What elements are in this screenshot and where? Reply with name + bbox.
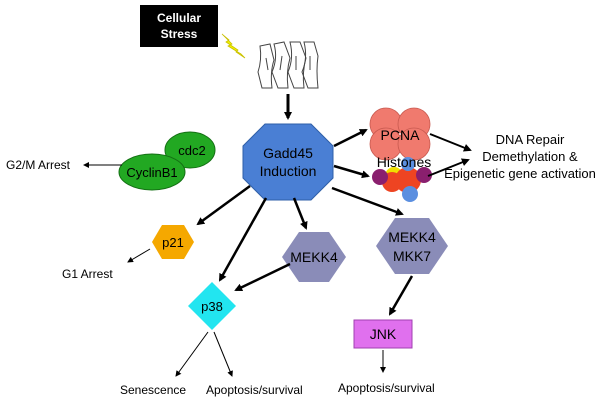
stressed-cells-icon: [257, 41, 319, 89]
p38-label: p38: [201, 299, 223, 314]
mekk4-mkk7-label-1: MEKK4: [388, 229, 436, 245]
arrow-mekk4-to-p38: [234, 262, 291, 292]
arrow-p38-to-senescence: [175, 331, 209, 377]
arrow-gadd45-to-mekk4: [292, 197, 308, 230]
lightning-bolt-icon: [221, 33, 246, 59]
arrow-gadd45-to-histones: [333, 164, 370, 179]
dna-repair-label-1: DNA Repair: [496, 132, 565, 147]
p21-label: p21: [162, 235, 184, 250]
pcna-label: PCNA: [381, 127, 421, 143]
dna-repair-label-3: Epigenetic gene activation: [444, 166, 596, 181]
cellular-stress-label-1: Cellular: [157, 11, 201, 25]
pcna-node: PCNA: [369, 107, 431, 161]
cellular-stress-label-2: Stress: [161, 27, 198, 41]
arrow-pcna-to-dna-repair: [429, 133, 472, 152]
p21-node: p21: [152, 225, 194, 259]
cdc2-label: cdc2: [178, 143, 205, 158]
arrow-gadd45-to-p21: [196, 184, 251, 226]
arrow-histones-to-dna-repair: [427, 158, 470, 177]
mekk4-node: MEKK4: [282, 232, 346, 282]
histones-label: Histones: [377, 154, 431, 170]
mekk4-label: MEKK4: [290, 249, 338, 265]
p38-node: p38: [188, 282, 236, 330]
cyclinb1-label: CyclinB1: [126, 165, 177, 180]
cdc2-cyclinb1-node: cdc2 CyclinB1: [118, 131, 216, 191]
apoptosis-jnk-label: Apoptosis/survival: [338, 381, 435, 395]
jnk-label: JNK: [370, 326, 397, 342]
histones-node: Histones: [372, 154, 432, 202]
arrow-gadd45-to-mekk4-mkk7: [331, 186, 404, 216]
gadd45-label-1: Gadd45: [263, 145, 313, 161]
cellular-stress-box: Cellular Stress: [140, 5, 218, 47]
g2m-arrest-label: G2/M Arrest: [6, 158, 71, 172]
jnk-node: JNK: [353, 319, 413, 349]
senescence-label: Senescence: [120, 383, 186, 397]
arrow-p21-to-g1: [127, 248, 151, 263]
mekk4-mkk7-label-2: MKK7: [393, 248, 431, 264]
apoptosis-p38-label: Apoptosis/survival: [206, 383, 303, 397]
arrow-gadd45-to-p38: [218, 197, 268, 282]
arrow-gadd45-to-pcna: [333, 128, 368, 148]
gadd45-node: Gadd45 Induction: [242, 123, 334, 201]
mekk4-mkk7-node: MEKK4 MKK7: [376, 218, 448, 274]
dna-repair-label-2: Demethylation &: [482, 149, 578, 164]
g1-arrest-label: G1 Arrest: [62, 267, 113, 281]
arrow-mkk7-to-jnk: [388, 275, 414, 316]
arrow-p38-to-apoptosis: [213, 331, 233, 377]
gadd45-label-2: Induction: [260, 163, 317, 179]
